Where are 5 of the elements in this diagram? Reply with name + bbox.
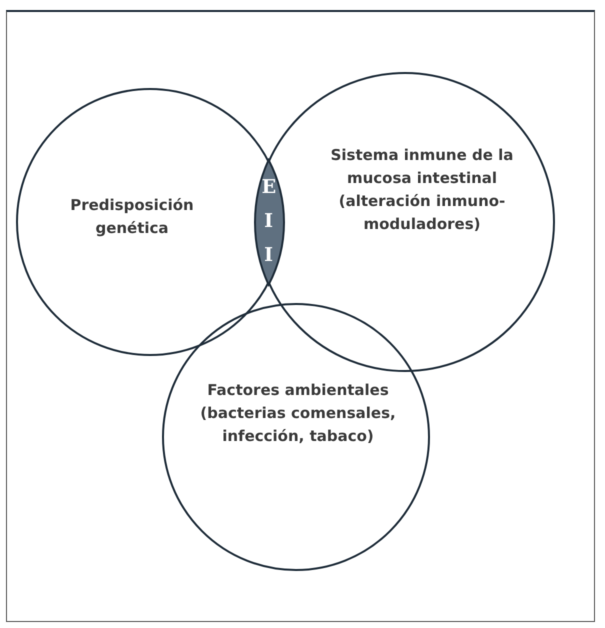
circle-label: Sistema inmune de la mucosa intestinal (alteración inmuno- moduladores): [330, 145, 514, 235]
venn-circle: [162, 303, 430, 571]
circle-label: Predisposición genética: [69, 195, 195, 239]
overlap-label: E I I: [262, 174, 276, 268]
circle-label: Factores ambientales (bacterias comensales, infección, tabaco): [199, 380, 397, 447]
